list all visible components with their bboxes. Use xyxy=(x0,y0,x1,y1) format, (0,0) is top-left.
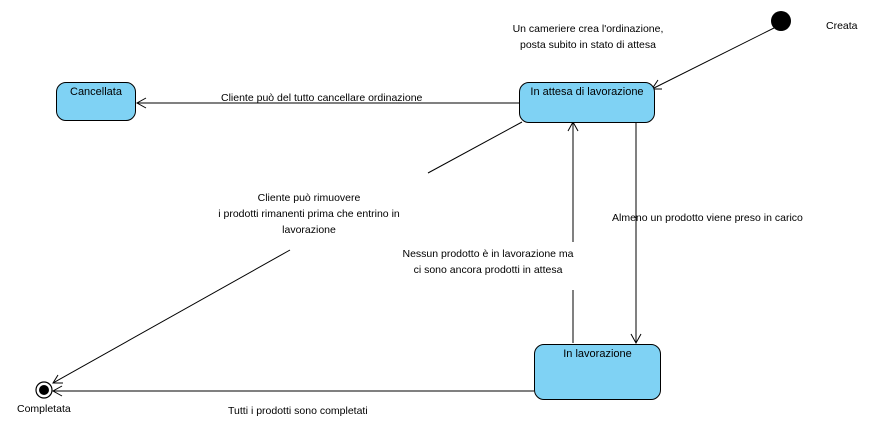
state-cancelled: Cancellata xyxy=(56,82,136,121)
initial-node xyxy=(771,11,791,31)
transition-remove-line-lower xyxy=(52,249,291,384)
final-node-inner xyxy=(39,385,49,395)
transition-cancel-label: Cliente può del tutto cancellare ordinaz… xyxy=(221,92,423,104)
initial-node-label: Creata xyxy=(826,20,858,32)
state-processing-label: In lavorazione xyxy=(563,348,632,360)
final-node-label: Completata xyxy=(17,403,71,415)
transition-back-label: Nessun prodotto è in lavorazione ma ci s… xyxy=(390,246,586,278)
transition-remove-label-line3: lavorazione xyxy=(282,224,336,236)
state-cancelled-label: Cancellata xyxy=(70,86,122,98)
transition-remove-arrowhead xyxy=(52,374,63,384)
state-waiting-label: In attesa di lavorazione xyxy=(530,86,644,98)
transition-created-label: Un cameriere crea l'ordinazione, posta s… xyxy=(506,21,670,53)
transition-remove-label-line2: i prodotti rimanenti prima che entrino i… xyxy=(218,208,400,220)
transition-back-label-line2: ci sono ancora prodotti in attesa xyxy=(413,264,563,276)
transition-back-label-line1: Nessun prodotto è in lavorazione ma xyxy=(402,248,574,260)
transition-remove-label: Cliente può rimuovere i prodotti rimanen… xyxy=(216,190,402,238)
transition-created-label-line2: posta subito in stato di attesa xyxy=(519,39,656,51)
transition-complete-arrowhead xyxy=(51,385,63,397)
transition-complete-label: Tutti i prodotti sono completati xyxy=(228,405,368,417)
transition-start-label: Almeno un prodotto viene preso in carico xyxy=(612,212,803,224)
transition-remove-label-line1: Cliente può rimuovere xyxy=(257,192,361,204)
transition-created-label-line1: Un cameriere crea l'ordinazione, xyxy=(512,23,664,35)
transition-start-arrowhead xyxy=(630,333,642,345)
state-waiting: In attesa di lavorazione xyxy=(519,82,655,123)
transition-cancel-arrowhead xyxy=(135,97,147,109)
state-processing: In lavorazione xyxy=(534,344,661,400)
transition-remove-line-upper xyxy=(427,121,523,174)
transition-created-line xyxy=(651,27,775,90)
